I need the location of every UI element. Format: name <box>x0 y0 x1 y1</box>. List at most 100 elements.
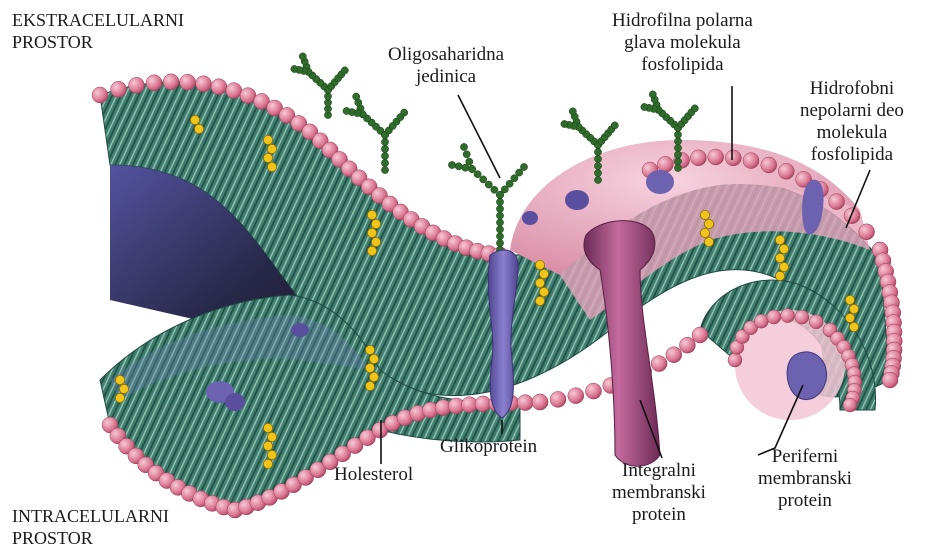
cholesterol-bead <box>849 304 858 313</box>
label-oligosaccharide-unit: Oligosaharidna jedinica <box>388 44 504 88</box>
sugar-bead <box>401 109 408 116</box>
sugar-bead <box>291 65 298 72</box>
label-hydrophilic-head: Hidrofilna polarna glava molekula fosfol… <box>612 10 753 76</box>
phospholipid-head <box>882 372 898 388</box>
sugar-bead <box>381 166 388 173</box>
label-hydrophobic-tail: Hidrofobni nepolarni deo molekula fosfol… <box>800 78 904 166</box>
cholesterol-bead <box>845 313 854 322</box>
sugar-bead <box>463 151 470 158</box>
cholesterol-bead <box>119 384 128 393</box>
cholesterol-bead <box>845 295 854 304</box>
cholesterol-bead <box>775 271 784 280</box>
phospholipid-head <box>180 74 196 90</box>
phospholipid-head <box>211 79 227 95</box>
cholesterol-bead <box>371 237 380 246</box>
cholesterol-bead <box>535 296 544 305</box>
phospholipid-head <box>129 77 145 93</box>
cholesterol-bead <box>700 228 709 237</box>
sugar-bead <box>691 105 698 112</box>
cholesterol-bead <box>365 363 374 372</box>
phospholipid-head <box>754 314 768 328</box>
phospholipid-head <box>532 394 548 410</box>
sugar-bead <box>496 233 503 240</box>
phospholipid-head <box>767 310 781 324</box>
sugar-bead <box>455 163 462 170</box>
cholesterol-bead <box>535 260 544 269</box>
sugar-bead <box>674 144 681 151</box>
phospholipid-head <box>809 315 823 329</box>
phospholipid-head <box>843 398 857 412</box>
sugar-bead <box>674 138 681 145</box>
sugar-bead <box>674 151 681 158</box>
phospholipid-head <box>226 83 242 99</box>
phospholipid-head <box>708 149 724 165</box>
sugar-bead <box>496 198 503 205</box>
cholesterol-bead <box>194 124 203 133</box>
phospholipid-head <box>111 81 127 97</box>
sugar-bead <box>611 122 618 129</box>
label-intracellular-space: INTRACELULARNI PROSTOR <box>12 505 169 548</box>
sugar-bead <box>649 91 656 98</box>
cholesterol-bead <box>535 278 544 287</box>
sugar-bead <box>468 165 475 172</box>
sugar-bead <box>491 186 498 193</box>
phospholipid-head <box>778 163 794 179</box>
cholesterol-bead <box>115 375 124 384</box>
phospholipid-head <box>795 310 809 324</box>
phospholipid-head <box>651 356 667 372</box>
sugar-bead <box>594 155 601 162</box>
phospholipid-head <box>690 150 706 166</box>
cholesterol-bead <box>263 153 272 162</box>
phospholipid-head <box>692 327 708 343</box>
sugar-bead <box>496 226 503 233</box>
sugar-bead <box>381 152 388 159</box>
cholesterol-bead <box>263 441 272 450</box>
integral-protein <box>584 221 660 467</box>
cholesterol-bead <box>263 423 272 432</box>
phospholipid-head <box>844 208 860 224</box>
sugar-bead <box>561 120 568 127</box>
sugar-bead <box>343 107 350 114</box>
label-extracellular-space: EKSTRACELULARNI PROSTOR <box>12 9 184 53</box>
sugar-bead <box>520 163 527 170</box>
cholesterol-bead <box>267 162 276 171</box>
phospholipid-head <box>146 75 162 91</box>
cholesterol-bead <box>190 115 199 124</box>
sugar-bead <box>299 53 306 60</box>
cholesterol-bead <box>704 237 713 246</box>
sugar-bead <box>496 240 503 247</box>
cholesterol-bead <box>367 210 376 219</box>
sugar-bead <box>496 205 503 212</box>
cholesterol-bead <box>775 253 784 262</box>
phospholipid-head <box>781 309 795 323</box>
cholesterol-bead <box>539 287 548 296</box>
cholesterol-bead <box>779 244 788 253</box>
phospholipid-head <box>679 337 695 353</box>
label-glycoprotein: Glikoprotein <box>440 436 537 458</box>
sugar-bead <box>474 171 481 178</box>
sugar-bead <box>674 131 681 138</box>
phospholipid-head <box>657 156 673 172</box>
sugar-bead <box>448 161 455 168</box>
cholesterol-bead <box>775 235 784 244</box>
phospholipid-head <box>743 153 759 169</box>
sugar-bead <box>594 169 601 176</box>
cholesterol-bead <box>369 372 378 381</box>
phospholipid-head <box>163 74 179 90</box>
sugar-bead <box>341 67 348 74</box>
cholesterol-bead <box>367 246 376 255</box>
cholesterol-bead <box>367 228 376 237</box>
cholesterol-bead <box>267 432 276 441</box>
sugar-bead <box>381 159 388 166</box>
cholesterol-bead <box>849 322 858 331</box>
sugar-bead <box>594 148 601 155</box>
sugar-bead <box>381 138 388 145</box>
sugar-bead <box>674 158 681 165</box>
phospholipid-head <box>829 194 845 210</box>
label-peripheral-protein: Periferni membranski protein <box>758 446 852 512</box>
sugar-bead <box>641 103 648 110</box>
cholesterol-bead <box>704 219 713 228</box>
sugar-bead <box>485 181 492 188</box>
phospholipid-head <box>728 353 742 367</box>
